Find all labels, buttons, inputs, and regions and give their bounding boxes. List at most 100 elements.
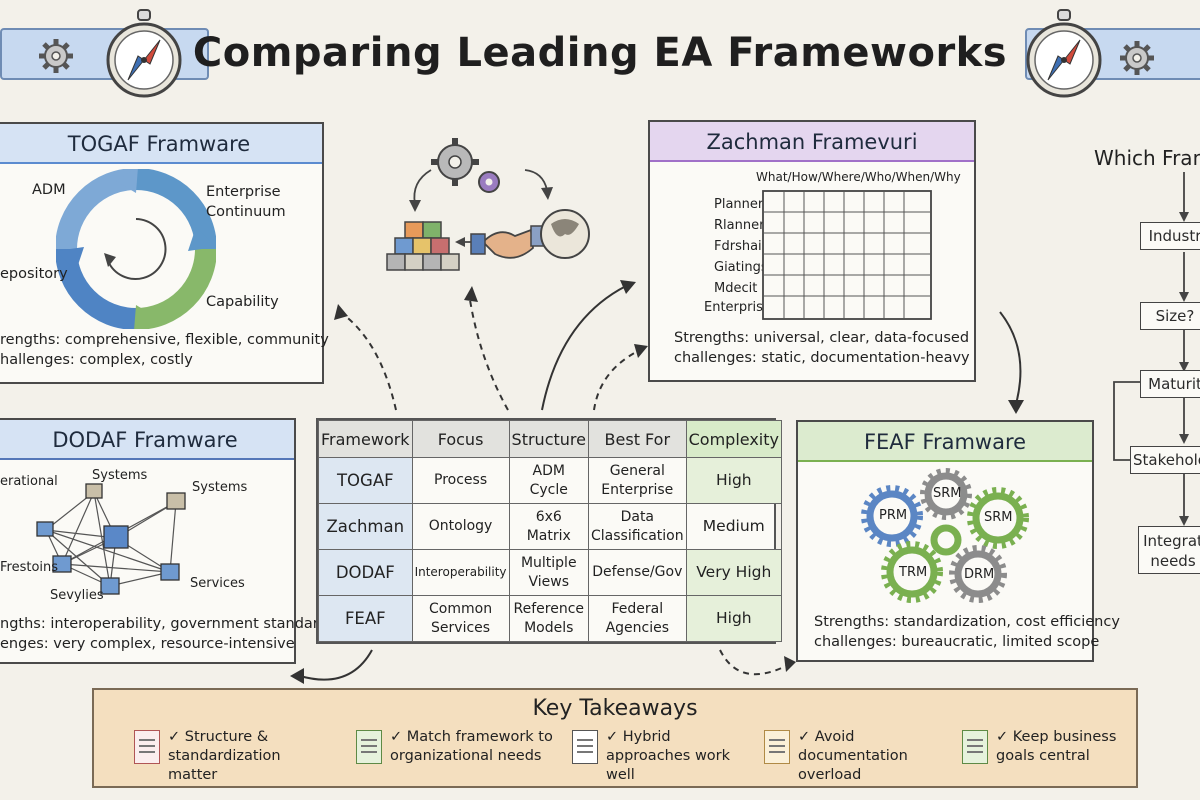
table-header-row: Framework Focus Structure Best For Compl… — [318, 420, 782, 458]
zachman-challenges: challenges: static, documentation-heavy — [674, 350, 970, 366]
table-row: Zachman Ontology 6x6 Matrix Data Classif… — [318, 503, 782, 550]
zachman-row-5: Mdecit — [714, 281, 758, 296]
zachman-row-2: Rlanner — [714, 218, 765, 233]
key-takeaways-panel: Key Takeaways ✓ Structure & standardizat… — [92, 688, 1138, 788]
togaf-label-capability: Capability — [206, 294, 279, 310]
takeaway-item: ✓ Avoid documentation overload — [764, 728, 964, 783]
table-cell: Very High — [685, 549, 782, 596]
feaf-gear-drm: DRM — [964, 567, 995, 582]
table-cell: Data Classification — [587, 503, 687, 550]
togaf-title: TOGAF Framware — [0, 124, 322, 164]
table-header-cell: Framework — [318, 420, 413, 458]
dodaf-challenges: enges: very complex, resource-intensive — [0, 636, 295, 652]
document-icon — [356, 730, 382, 764]
table-cell: ADM Cycle — [508, 457, 589, 504]
table-cell: Common Services — [411, 595, 510, 642]
table-cell: Medium — [685, 503, 782, 550]
table-cell: Interoperability — [411, 549, 510, 596]
table-cell: Process — [411, 457, 510, 504]
dodaf-label-systems-1: Systems — [92, 468, 148, 483]
table-row: TOGAF Process ADM Cycle General Enterpri… — [318, 457, 782, 504]
dodaf-panel: DODAF Framware erational Systems Systems… — [0, 418, 328, 664]
gear-icon — [39, 39, 73, 73]
gear-icon — [431, 138, 500, 193]
handshake-icon — [470, 225, 546, 259]
table-cell: TOGAF — [318, 457, 413, 504]
dodaf-title: DODAF Framware — [0, 420, 294, 460]
table-cell: High — [685, 457, 782, 504]
flow-box-maturity: Maturit — [1140, 370, 1200, 398]
zachman-title: Zachman Framevuri — [650, 122, 974, 162]
dodaf-label-systems-2: Systems — [192, 480, 248, 495]
zachman-row-6: Enterprise — [704, 300, 771, 315]
table-cell: 6x6 Matrix — [508, 503, 589, 550]
zachman-row-1: Planner — [714, 197, 764, 212]
takeaway-text: ✓ Keep business goals central — [996, 729, 1117, 764]
dodaf-strengths: ngths: interoperability, government stan… — [0, 616, 328, 632]
table-cell: DODAF — [318, 549, 413, 596]
dodaf-label-sevylies: Sevylies — [50, 588, 104, 603]
togaf-challenges: hallenges: complex, costly — [0, 352, 193, 368]
table-cell: Reference Models — [508, 595, 589, 642]
table-cell: General Enterprise — [587, 457, 687, 504]
zachman-matrix — [762, 190, 932, 320]
takeaway-item: ✓ Keep business goals central — [962, 728, 1162, 782]
togaf-strengths: rengths: comprehensive, flexible, commun… — [0, 332, 329, 348]
feaf-panel: FEAF Framware PRM SRM SRM TRM DRM Streng… — [796, 420, 1120, 662]
togaf-label-enterprise: Enterprise — [206, 184, 281, 200]
feaf-gears-diagram — [861, 468, 1029, 603]
flow-box-stakeholders: Stakeholo — [1130, 446, 1200, 474]
comparison-table-wrap: Framework Focus Structure Best For Compl… — [316, 418, 782, 644]
gear-icon — [1120, 41, 1154, 75]
takeaways-title: Key Takeaways — [532, 696, 698, 721]
globe-icon — [540, 209, 590, 259]
zachman-strengths: Strengths: universal, clear, data-focuse… — [674, 330, 970, 346]
table-header-cell: Focus — [411, 420, 510, 458]
table-header-cell: Best For — [587, 420, 687, 458]
zachman-columns: What/How/Where/Who/When/Why — [756, 170, 961, 184]
document-icon — [572, 730, 598, 764]
takeaway-item: ✓ Hybrid approaches work well — [572, 728, 772, 783]
compass-icon — [106, 9, 182, 98]
zachman-panel: Zachman Framevuri What/How/Where/Who/Whe… — [648, 120, 976, 382]
central-icons — [386, 138, 590, 271]
table-cell: Federal Agencies — [587, 595, 687, 642]
feaf-challenges: challenges: bureaucratic, limited scope — [814, 634, 1100, 650]
table-cell: Ontology — [411, 503, 510, 550]
document-icon — [764, 730, 790, 764]
dodaf-label-services: Services — [190, 576, 245, 591]
takeaway-text: ✓ Hybrid approaches work well — [606, 729, 731, 783]
table-header-cell: Complexity — [685, 420, 782, 458]
table-cell: Defense/Gov — [587, 549, 687, 596]
table-row: DODAF Interoperability Multiple Views De… — [318, 549, 782, 596]
adm-cycle-diagram — [56, 169, 216, 329]
flow-box-integration: Integrat needs — [1138, 526, 1200, 574]
compass-icon — [1026, 9, 1102, 98]
togaf-label-repository: epository — [0, 266, 68, 282]
table-cell: Zachman — [318, 503, 413, 550]
feaf-gear-trm: TRM — [899, 565, 928, 580]
comparison-table: Framework Focus Structure Best For Compl… — [318, 420, 782, 642]
feaf-gear-srm-top: SRM — [933, 486, 962, 501]
flow-title: Which Fram — [1094, 146, 1200, 170]
feaf-gear-srm-right: SRM — [984, 510, 1013, 525]
togaf-panel: TOGAF Framware ADM Enterprise Continuum … — [0, 122, 329, 384]
togaf-label-adm: ADM — [32, 182, 66, 198]
feaf-gear-prm: PRM — [879, 508, 908, 523]
takeaway-text: ✓ Avoid documentation overload — [798, 729, 908, 783]
table-row: FEAF Common Services Reference Models Fe… — [318, 595, 782, 642]
table-cell: FEAF — [318, 595, 413, 642]
dodaf-network-diagram — [36, 483, 186, 595]
takeaway-text: ✓ Match framework to organizational need… — [390, 729, 553, 764]
blocks-icon — [386, 221, 460, 271]
flow-connectors — [1113, 172, 1189, 526]
takeaway-text: ✓ Structure & standardization matter — [168, 729, 281, 783]
togaf-label-continuum: Continuum — [206, 204, 286, 220]
flow-box-size: Size? — [1140, 302, 1200, 330]
takeaway-item: ✓ Match framework to organizational need… — [356, 728, 556, 782]
feaf-title: FEAF Framware — [798, 422, 1092, 462]
flow-box-industry: Industr — [1140, 222, 1200, 250]
page-title: Comparing Leading EA Frameworks — [192, 30, 1008, 76]
document-icon — [134, 730, 160, 764]
